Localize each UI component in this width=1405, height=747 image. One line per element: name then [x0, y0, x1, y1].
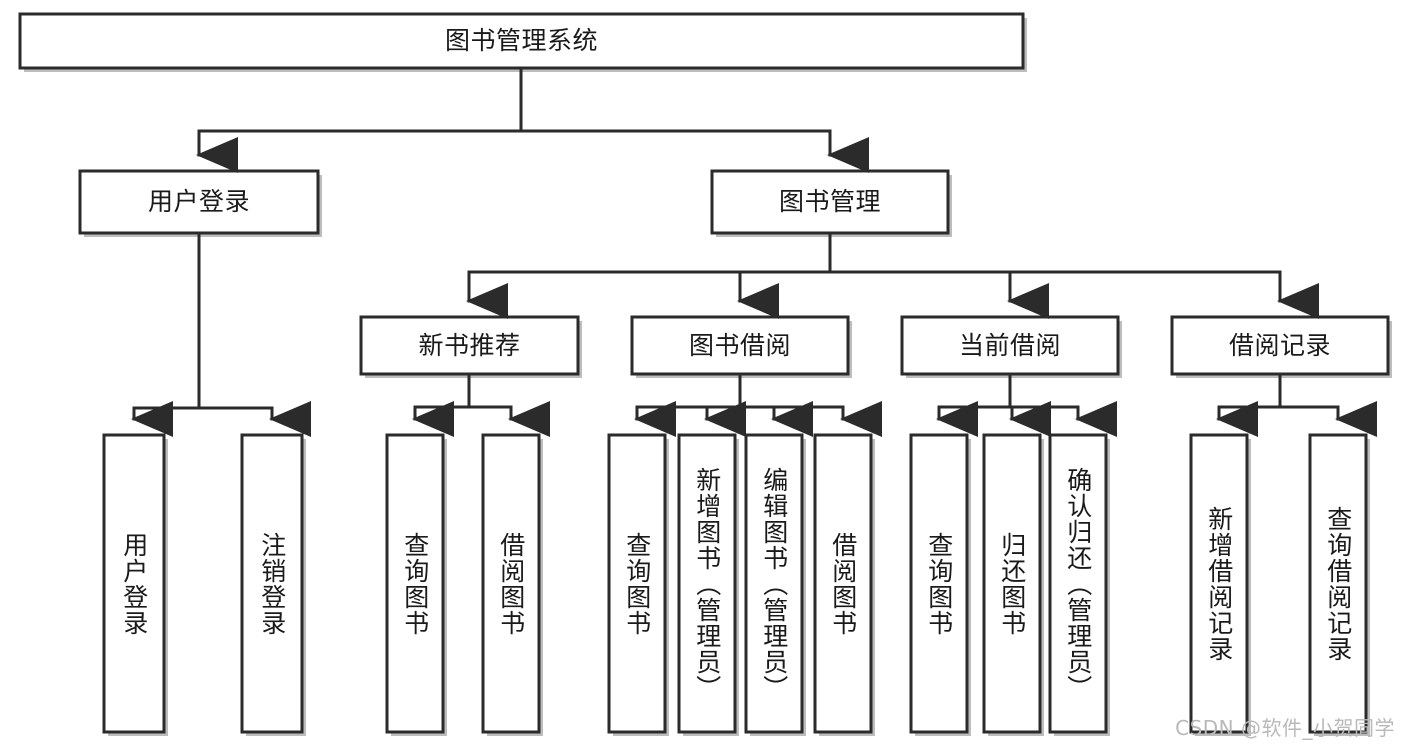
node-box-borrow-record[interactable] [1170, 315, 1390, 376]
connectors [131, 66, 1377, 437]
leaf-box-edit-book-admin[interactable] [744, 433, 804, 734]
node-box-root[interactable] [18, 12, 1025, 70]
leaf-box-query-book-2[interactable] [607, 433, 667, 734]
node-box-current-borrow[interactable] [900, 315, 1120, 376]
leaf-box-borrow-book-2[interactable] [813, 433, 873, 734]
node-box-user-login[interactable] [78, 169, 320, 235]
leaf-box-confirm-return-admin[interactable] [1048, 433, 1108, 734]
node-box-book-manage[interactable] [710, 169, 950, 235]
leaf-box-query-book-3[interactable] [909, 433, 969, 734]
leaf-box-query-borrow-record[interactable] [1308, 433, 1368, 734]
leaf-box-add-borrow-record[interactable] [1189, 433, 1249, 734]
node-box-book-borrow[interactable] [630, 315, 850, 376]
node-boxes [18, 12, 1392, 736]
csdn-watermark: CSDN @软件_小贺同学 [1175, 716, 1395, 740]
leaf-box-add-book-admin[interactable] [677, 433, 737, 734]
leaf-box-query-book-1[interactable] [385, 433, 445, 734]
leaf-box-user-login[interactable] [102, 433, 166, 734]
leaf-box-borrow-book-1[interactable] [481, 433, 541, 734]
leaf-box-return-book[interactable] [982, 433, 1042, 734]
node-box-new-book-rec[interactable] [359, 315, 580, 376]
leaf-box-logout[interactable] [240, 433, 304, 734]
